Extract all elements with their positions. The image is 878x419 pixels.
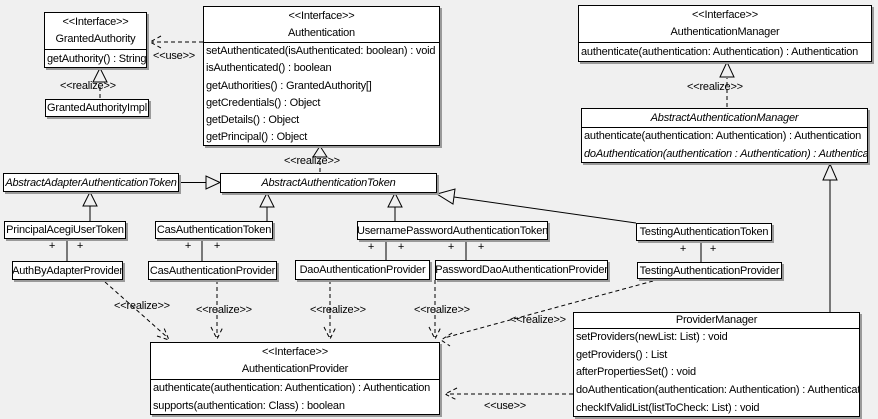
class-name: AbstractAdapterAuthenticationToken	[5, 176, 177, 189]
class-name: AbstractAuthenticationManager	[650, 111, 799, 124]
class-box-abstract-authentication-manager[interactable]: AbstractAuthenticationManager authentica…	[581, 108, 868, 163]
class-name: AuthenticationProvider	[241, 363, 349, 375]
class-name: AbstractAuthenticationToken	[261, 177, 396, 189]
method: supports(authentication: Class) : boolea…	[153, 399, 345, 412]
method: setAuthenticated(isAuthenticated: boolea…	[206, 45, 436, 57]
realize-label: <<realize>>	[510, 314, 566, 326]
method: isAuthenticated() : boolean	[206, 62, 332, 75]
plus-marker: +	[709, 243, 717, 255]
method: authenticate(authentication: Authenticat…	[153, 382, 431, 394]
stereotype-label: <<Interface>>	[288, 9, 355, 22]
plus-marker: +	[447, 241, 455, 253]
method: setProviders(newList: List) : void	[576, 331, 728, 343]
method: getAuthorities() : GrantedAuthority[]	[206, 79, 372, 92]
method-compartment: setProviders(newList: List) : void getPr…	[574, 329, 859, 416]
class-name: PrincipalAcegiUserToken	[6, 224, 124, 236]
realize-label: <<realize>>	[284, 155, 340, 167]
realize-label: <<realize>>	[196, 304, 252, 316]
method: getAuthority() : String	[47, 53, 146, 65]
method-compartment: authenticate(authentication: Authenticat…	[579, 43, 871, 61]
class-name: GrantedAuthority	[55, 33, 136, 45]
class-box-authentication-provider[interactable]: <<Interface>> AuthenticationProvider aut…	[150, 342, 440, 415]
plus-marker: +	[477, 241, 485, 253]
method: checkIfValidList(listToCheck: List) : vo…	[576, 401, 760, 414]
class-header: <<Interface>> Authentication	[204, 7, 439, 43]
realize-label: <<realize>>	[60, 80, 116, 92]
realize-label: <<realize>>	[114, 300, 170, 312]
method: doAuthentication(authentication: Authent…	[576, 384, 859, 397]
method: getPrincipal() : Object	[206, 131, 308, 144]
class-header: ProviderManager	[574, 313, 859, 329]
generalization-pm-to-aam	[822, 162, 838, 312]
realize-label: <<realize>>	[687, 81, 743, 93]
stereotype-label: <<Interface>>	[692, 9, 758, 21]
use-label: <<use>>	[153, 50, 196, 62]
class-name: PasswordDaoAuthenticationProvider	[435, 264, 608, 276]
class-box-cas-authentication-token[interactable]: CasAuthenticationToken	[155, 221, 273, 239]
generalization-upat-to-aat	[387, 191, 403, 221]
generalization-pat-to-aaat	[82, 190, 98, 221]
generalization-tat-to-aat	[435, 188, 637, 224]
class-name: Authentication	[288, 26, 355, 39]
class-box-principal-acegi-user-token[interactable]: PrincipalAcegiUserToken	[4, 221, 126, 239]
class-name: UsernamePasswordAuthenticationToken	[357, 224, 548, 237]
class-box-granted-authority[interactable]: <<Interface>> GrantedAuthority getAuthor…	[44, 12, 147, 68]
class-name: AuthByAdapterProvider	[12, 264, 123, 277]
class-name: TestingAuthenticationToken	[639, 226, 769, 238]
use-pm-to-ap	[443, 387, 573, 401]
class-name: CasAuthenticationProvider	[149, 264, 276, 277]
class-box-provider-manager[interactable]: ProviderManager setProviders(newList: Li…	[573, 312, 860, 417]
class-box-dao-authentication-provider[interactable]: DaoAuthenticationProvider	[295, 260, 430, 280]
class-box-abstract-authentication-token[interactable]: AbstractAuthenticationToken	[220, 173, 437, 193]
stereotype-label: <<Interface>>	[262, 346, 328, 358]
method: getProviders() : List	[576, 348, 668, 361]
class-header: <<Interface>> AuthenticationManager	[579, 6, 871, 43]
plus-marker: +	[213, 240, 221, 252]
class-box-authentication[interactable]: <<Interface>> Authentication setAuthenti…	[203, 6, 440, 146]
class-box-auth-by-adapter-provider[interactable]: AuthByAdapterProvider	[12, 261, 123, 280]
class-box-testing-authentication-provider[interactable]: TestingAuthenticationProvider	[637, 262, 782, 279]
plus-marker: +	[679, 243, 687, 255]
class-header: AbstractAuthenticationManager	[582, 109, 867, 128]
realize-label: <<realize>>	[310, 304, 366, 316]
association-lines	[66, 239, 702, 262]
method-compartment: authenticate(authentication: Authenticat…	[582, 128, 867, 162]
realize-label: <<realize>>	[414, 304, 470, 316]
method: afterPropertiesSet() : void	[576, 366, 696, 379]
class-box-authentication-manager[interactable]: <<Interface>> AuthenticationManager auth…	[578, 5, 872, 62]
method-compartment: setAuthenticated(isAuthenticated: boolea…	[204, 43, 439, 145]
class-box-password-dao-authentication-provider[interactable]: PasswordDaoAuthenticationProvider	[435, 260, 608, 280]
class-name: AuthenticationManager	[670, 26, 780, 38]
method: authenticate(authentication: Authenticat…	[584, 130, 862, 142]
class-name: DaoAuthenticationProvider	[299, 264, 426, 276]
stereotype-label: <<Interface>>	[62, 16, 129, 28]
class-box-username-password-authentication-token[interactable]: UsernamePasswordAuthenticationToken	[357, 221, 548, 240]
class-name: GrantedAuthorityImpl	[47, 102, 147, 114]
realize-triangle	[719, 60, 735, 78]
class-box-testing-authentication-token[interactable]: TestingAuthenticationToken	[636, 223, 772, 241]
plus-marker: +	[184, 240, 192, 252]
class-name: ProviderManager	[675, 314, 758, 326]
generalization-cat-to-aat	[259, 191, 275, 221]
method: authenticate(authentication: Authenticat…	[581, 46, 859, 58]
method-compartment: getAuthority() : String	[45, 50, 146, 67]
plus-marker: +	[397, 241, 405, 253]
plus-marker: +	[48, 240, 56, 252]
plus-marker: +	[367, 241, 375, 253]
method: getCredentials() : Object	[206, 96, 321, 109]
class-header: <<Interface>> GrantedAuthority	[45, 13, 146, 50]
method-compartment: authenticate(authentication: Authenticat…	[151, 380, 439, 414]
use-label: <<use>>	[484, 400, 527, 412]
plus-marker: +	[76, 240, 84, 252]
class-header: <<Interface>> AuthenticationProvider	[151, 343, 439, 380]
class-box-cas-authentication-provider[interactable]: CasAuthenticationProvider	[148, 261, 277, 280]
class-box-abstract-adapter-authentication-token[interactable]: AbstractAdapterAuthenticationToken	[3, 173, 179, 192]
method: getDetails() : Object	[206, 114, 300, 127]
class-box-granted-authority-impl[interactable]: GrantedAuthorityImpl	[45, 99, 149, 117]
use-authentication-to-ga	[148, 35, 203, 49]
method: doAuthentication(authentication : Authen…	[584, 147, 867, 160]
class-name: TestingAuthenticationProvider	[639, 264, 780, 277]
generalization-aaat-to-aat	[179, 175, 222, 190]
class-name: CasAuthenticationToken	[156, 224, 272, 236]
